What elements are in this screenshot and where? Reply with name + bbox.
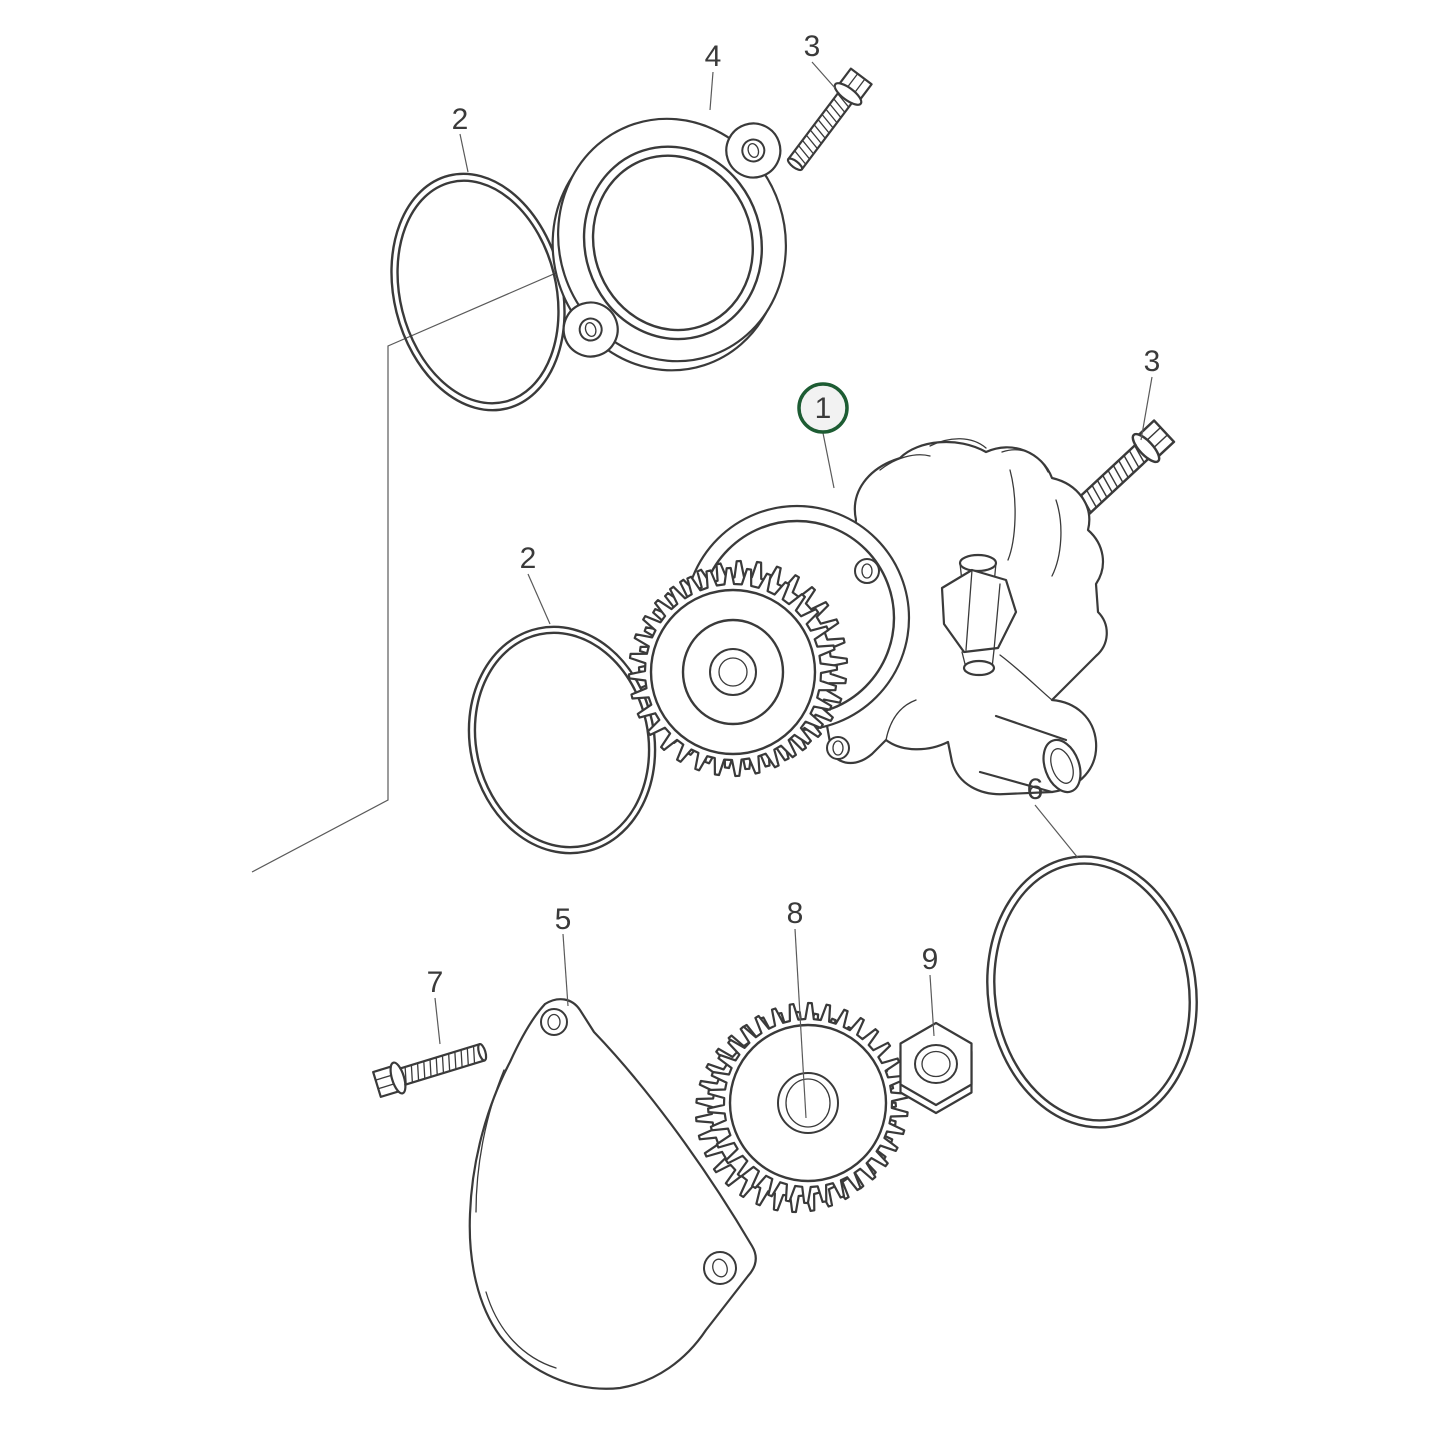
oring-upper	[390, 172, 566, 412]
cover-tab-hole	[540, 1008, 568, 1036]
callout-8[interactable]: 8	[787, 897, 804, 930]
oring-large	[986, 855, 1198, 1129]
callout-4[interactable]: 4	[705, 40, 722, 73]
callout-5[interactable]: 5	[555, 903, 572, 936]
callout-3-upper[interactable]: 3	[804, 30, 821, 63]
flange-bolt-hole	[741, 138, 766, 163]
callout-2-upper[interactable]: 2	[452, 103, 469, 136]
pump-flange-hole-bottom	[826, 736, 850, 760]
idler-gear	[695, 1001, 909, 1214]
bolt-upper	[779, 65, 876, 178]
pump-assembly	[627, 438, 1108, 796]
leader-lines	[434, 61, 1153, 1119]
oring-middle	[467, 625, 657, 855]
bracket-leader-line	[251, 239, 633, 873]
cover-housing	[468, 998, 757, 1390]
callout-9[interactable]: 9	[922, 943, 939, 976]
pump-outlet-port	[978, 714, 1082, 794]
flange-bolt-hole	[578, 317, 603, 342]
cover-flange	[551, 117, 787, 372]
callout-2-middle[interactable]: 2	[520, 542, 537, 575]
callout-6[interactable]: 6	[1027, 773, 1044, 806]
callout-1[interactable]: 1	[797, 382, 849, 434]
cover-boss-hole	[703, 1251, 737, 1285]
pump-hex-fitting	[940, 553, 1018, 677]
callout-1-label: 1	[815, 392, 832, 425]
callout-7[interactable]: 7	[427, 966, 444, 999]
callouts: 4 3 2 1 3 2 6 5 8 9 7	[427, 30, 1161, 999]
hex-nut	[899, 1021, 973, 1115]
pump-flange-hole-top	[854, 558, 880, 584]
callout-3-right[interactable]: 3	[1144, 345, 1161, 378]
callout-1-highlight-ring[interactable]	[797, 382, 849, 434]
bolt-left	[371, 1034, 491, 1101]
